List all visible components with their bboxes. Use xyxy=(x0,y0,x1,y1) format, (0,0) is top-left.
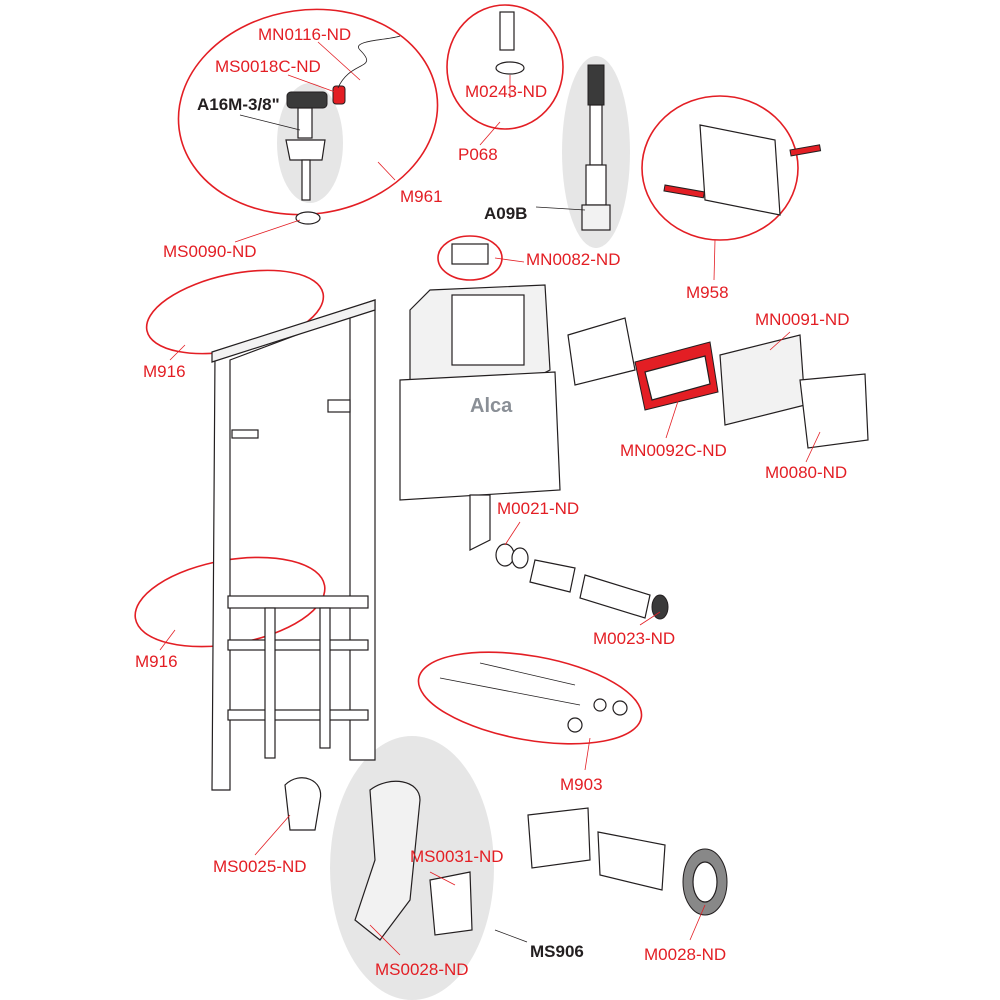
m903-group-ring xyxy=(417,651,643,745)
label-ms0028-nd: MS0028-ND xyxy=(375,960,469,979)
label-m0243-nd: M0243-ND xyxy=(465,82,547,101)
m958-group-ring xyxy=(641,95,799,241)
label-mn0092c-nd: MN0092C-ND xyxy=(620,441,727,460)
alca-logo: Alca xyxy=(470,395,513,417)
label-m0021-nd: M0021-ND xyxy=(497,499,579,518)
m961-group-ring xyxy=(177,8,439,216)
label-p068: P068 xyxy=(458,145,498,164)
label-ms0018c-nd: MS0018C-ND xyxy=(215,57,321,76)
p068-group-ring xyxy=(446,4,564,130)
label-a16m-3-8: A16M-3/8" xyxy=(197,95,280,114)
installation-frame xyxy=(211,299,376,791)
label-ms0025-nd: MS0025-ND xyxy=(213,857,307,876)
label-m916-top: M916 xyxy=(143,362,186,381)
label-ms0090-nd: MS0090-ND xyxy=(163,242,257,261)
label-mn0116-nd: MN0116-ND xyxy=(258,25,351,44)
mn0082-group-ring xyxy=(437,235,503,281)
label-m961: M961 xyxy=(400,187,443,206)
label-m0028-nd: M0028-ND xyxy=(644,945,726,964)
label-a09b: A09B xyxy=(484,204,527,223)
label-m958: M958 xyxy=(686,283,729,302)
fill-valve-a16m xyxy=(285,35,401,225)
label-m916-bottom: M916 xyxy=(135,652,178,671)
label-m903: M903 xyxy=(560,775,603,794)
label-ms906: MS906 xyxy=(530,942,584,961)
label-ms0031-nd: MS0031-ND xyxy=(410,847,504,866)
label-m0080-nd: M0080-ND xyxy=(765,463,847,482)
flush-valve-a09b xyxy=(581,64,611,231)
cistern-tank: Alca xyxy=(399,284,561,551)
label-m0023-nd: M0023-ND xyxy=(593,629,675,648)
label-mn0082-nd: MN0082-ND xyxy=(526,250,620,269)
label-mn0091-nd: MN0091-ND xyxy=(755,310,849,329)
